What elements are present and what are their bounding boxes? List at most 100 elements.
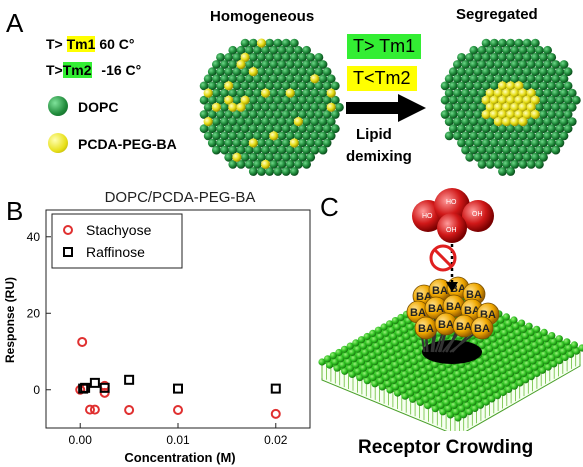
dopc-bead [485, 117, 495, 126]
ba-label: BA [418, 323, 434, 335]
dopc-bead [212, 74, 221, 84]
dopc-bead [306, 95, 316, 105]
ba-label: BA [464, 305, 480, 317]
dopc-bead [265, 53, 275, 62]
lipid-head [491, 385, 500, 393]
dopc-bead [265, 110, 275, 119]
lipid-head [439, 364, 447, 372]
dopc-bead [453, 131, 462, 141]
lipid-head [505, 363, 513, 371]
lipid-head [382, 329, 390, 337]
lipid-head [518, 363, 526, 371]
dopc-bead [314, 95, 324, 105]
dopc-bead [477, 145, 487, 155]
dopc-bead [465, 110, 475, 119]
dopc-bead [314, 110, 324, 119]
lipid-head [391, 317, 399, 325]
dopc-bead [289, 67, 299, 77]
dopc-bead [555, 110, 565, 119]
pcda-bead [326, 102, 336, 112]
lipid-head [525, 322, 533, 330]
lipid-head [433, 367, 441, 375]
dopc-bead [281, 53, 291, 62]
lipid-head [465, 363, 473, 372]
dopc-bead [502, 74, 511, 84]
dopc-bead [269, 145, 279, 155]
lipid-head [435, 373, 443, 381]
lipid-head [395, 373, 403, 381]
dopc-bead [199, 81, 209, 91]
pcda-bead [518, 117, 528, 127]
lipid-head [482, 376, 490, 384]
lipid-head [403, 332, 411, 340]
lipid-head [531, 341, 539, 349]
dopc-bead [539, 124, 548, 134]
lipid-head [514, 329, 522, 337]
dopc-bead [448, 67, 458, 77]
dopc-bead [199, 95, 209, 105]
pcda-bead [240, 52, 250, 62]
dopc-bead [530, 67, 540, 77]
dopc-bead [277, 145, 287, 155]
dopc-bead [440, 81, 450, 91]
dopc-bead [506, 38, 516, 48]
dopc-bead [277, 131, 287, 141]
dopc-bead [535, 117, 544, 126]
lipid-head [380, 345, 388, 353]
dopc-bead [514, 124, 524, 134]
dopc-bead [530, 53, 540, 62]
dopc-bead [224, 53, 234, 62]
lipid-head [386, 364, 394, 372]
dopc-bead [522, 67, 532, 77]
dopc-bead [261, 74, 270, 84]
lipid-head [356, 351, 364, 360]
dopc-bead [318, 88, 328, 98]
dopc-bead [489, 53, 499, 62]
dopc-bead [485, 160, 495, 169]
lipid-head [478, 341, 486, 349]
dopc-bead [535, 145, 544, 155]
lipid-head [414, 392, 422, 400]
lipid-head [390, 376, 398, 385]
lipid-head [525, 344, 533, 352]
dopc-bead [224, 152, 234, 162]
lipid-head [469, 376, 477, 384]
pcda-bead [506, 81, 516, 91]
lipid-head [456, 376, 464, 384]
dopc-bead [522, 138, 532, 148]
dopc-bead [228, 117, 238, 126]
dopc-bead [257, 95, 266, 105]
dopc-bead [539, 53, 548, 62]
lipid-head [418, 361, 426, 369]
prohibited-icon [429, 244, 457, 272]
lipid-head [460, 411, 468, 419]
lipid-head [501, 373, 509, 381]
lipid-head [503, 379, 511, 387]
lipid-head [429, 376, 437, 384]
lipid-head [578, 344, 583, 352]
segregated-title: Segregated [456, 6, 538, 23]
dopc-bead [236, 160, 246, 169]
lipid-head [446, 367, 454, 375]
lipid-head [384, 358, 392, 366]
dopc-bead [555, 95, 565, 105]
lipid-head [516, 379, 524, 387]
dopc-bead [461, 102, 470, 112]
dopc-bead [216, 110, 225, 119]
dopc-bead [310, 60, 320, 69]
pcda-bead [510, 117, 520, 127]
dopc-bead [473, 67, 483, 77]
lipid-head [410, 380, 419, 388]
lipid-head [346, 364, 354, 372]
dopc-bead [294, 74, 303, 84]
dopc-bead [514, 152, 524, 162]
lipid-head [482, 354, 490, 362]
lipid-head [318, 358, 326, 366]
dopc-bead [465, 124, 475, 134]
dopc-bead [253, 74, 262, 84]
dopc-bead [228, 45, 238, 55]
binding-arrowhead-icon [446, 282, 458, 292]
legend-stachyose-marker [63, 225, 73, 235]
lipid-head [454, 414, 462, 422]
dopc-bead [526, 160, 536, 169]
